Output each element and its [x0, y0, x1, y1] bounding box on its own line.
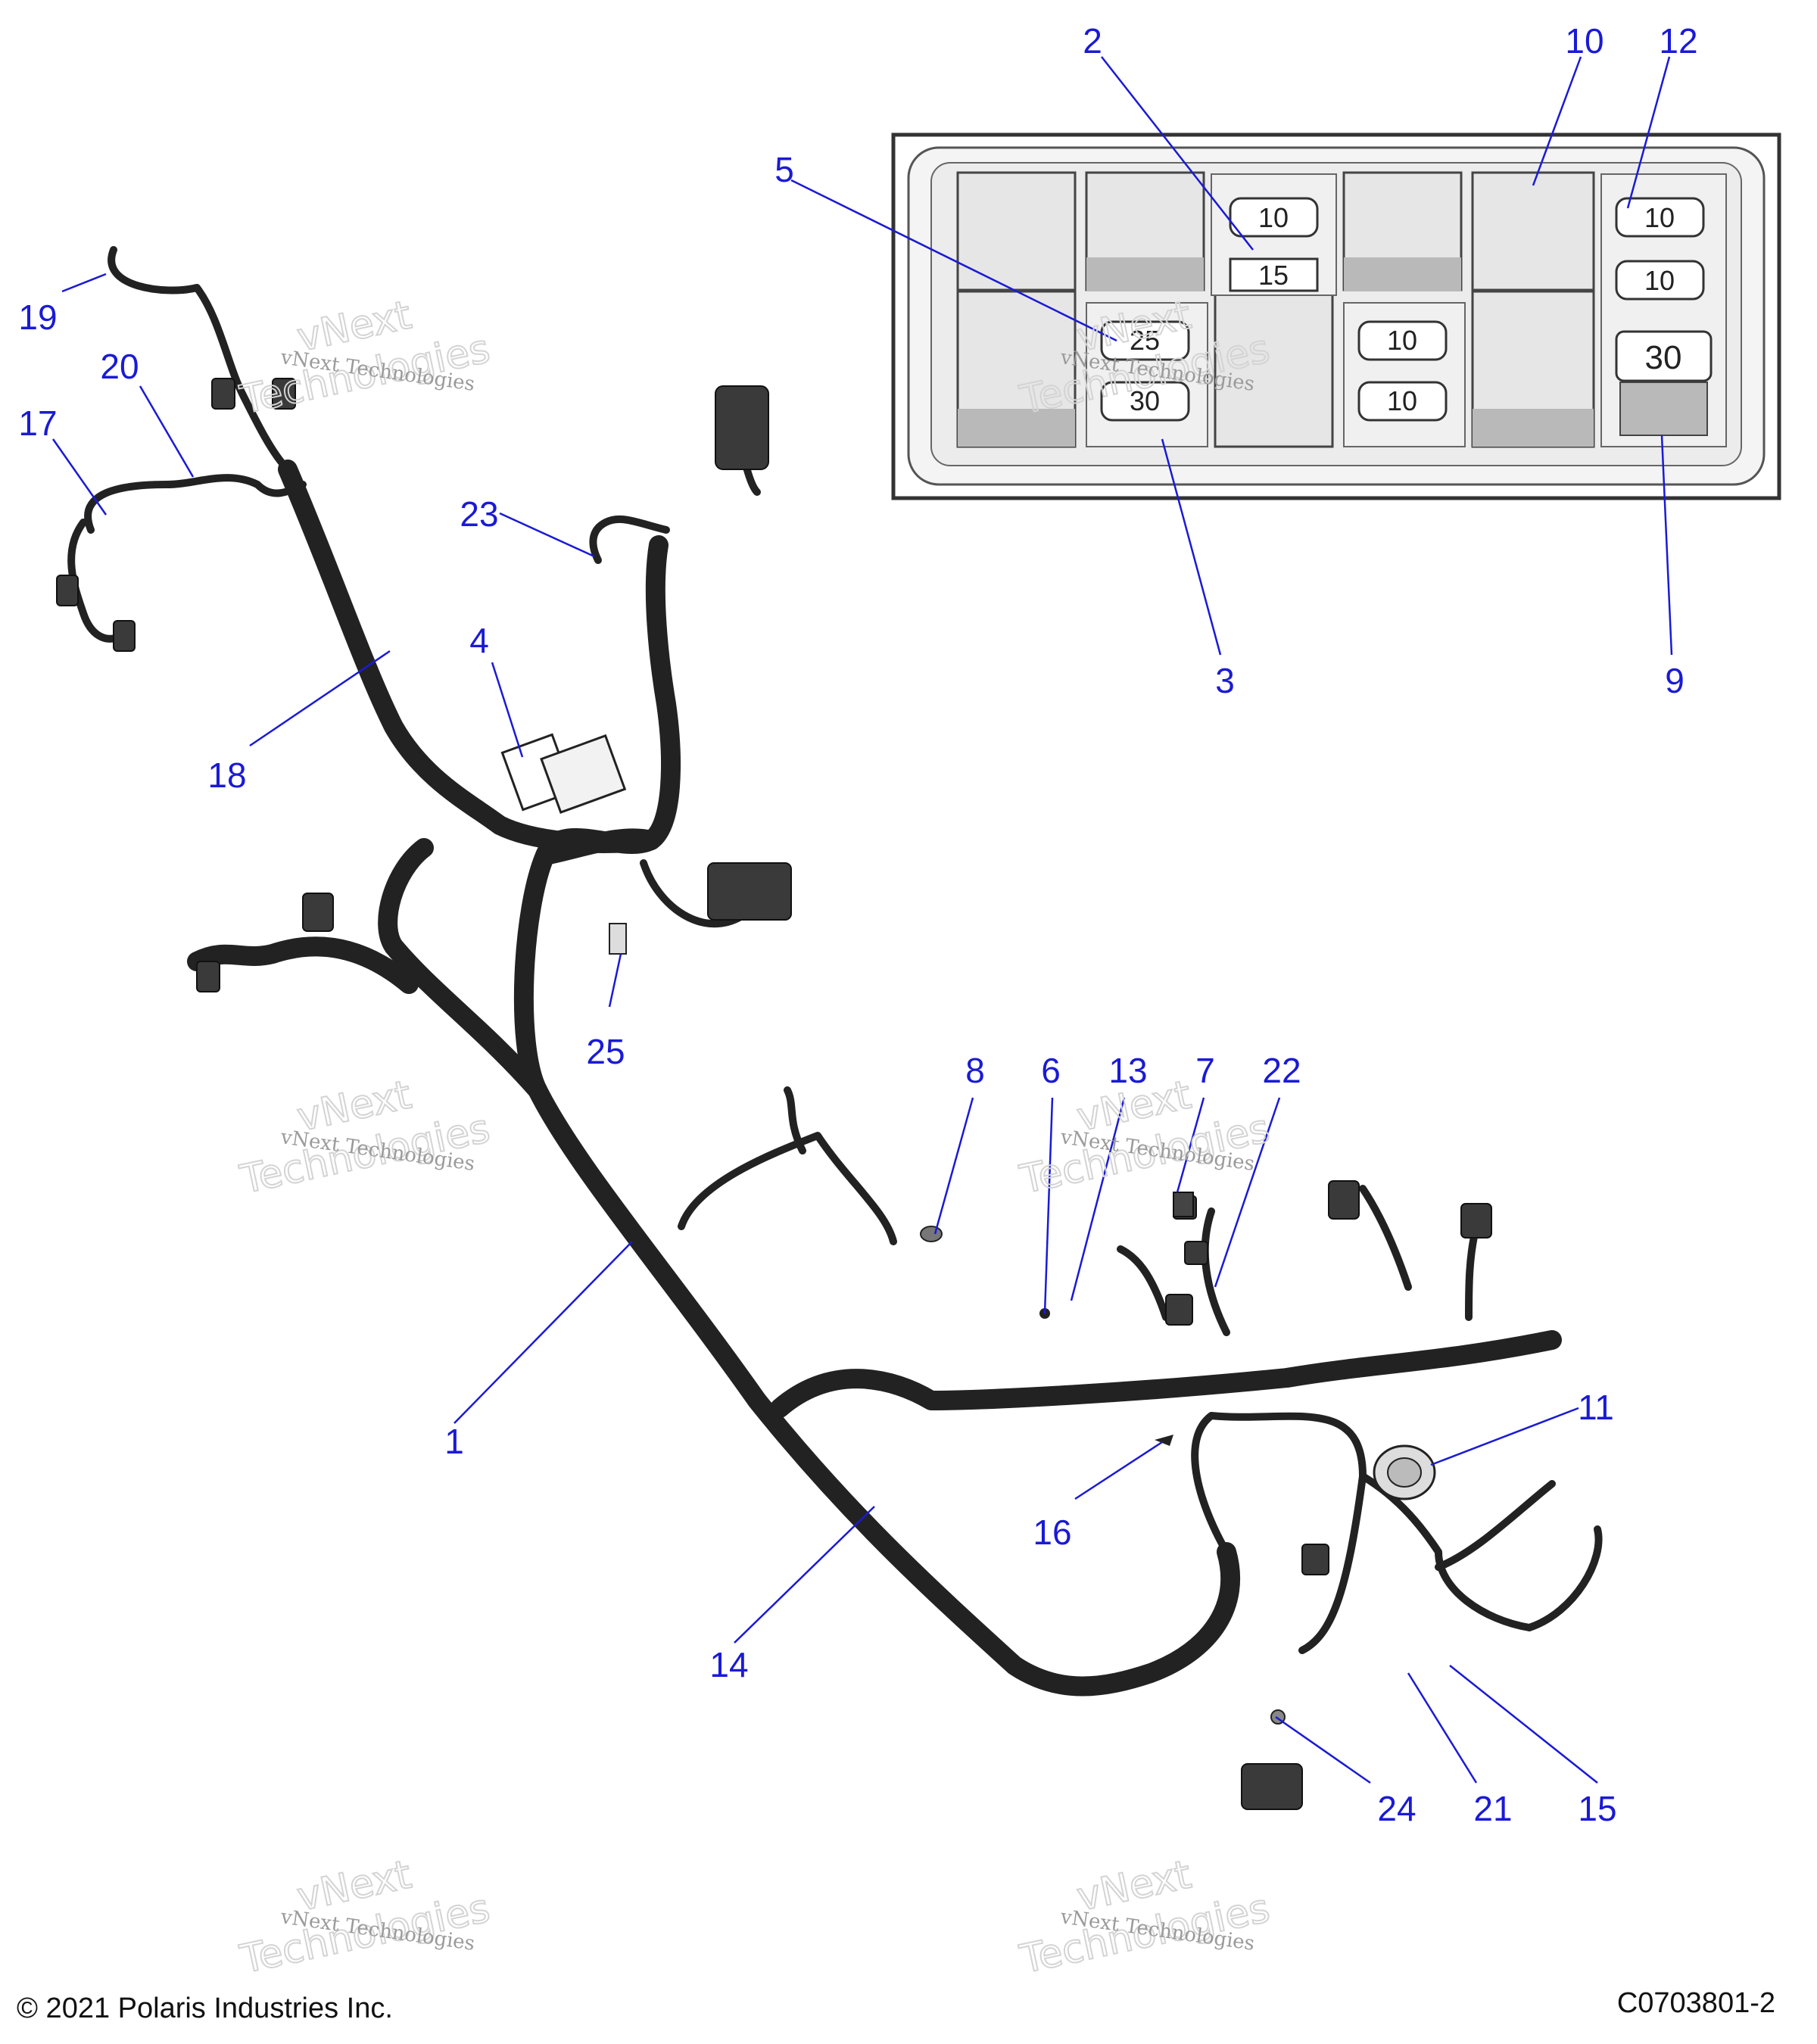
main-harness	[56, 246, 1603, 1810]
fuse-rating: 10	[1387, 325, 1417, 356]
callout-10: 10	[1565, 21, 1604, 61]
fuse-25a: 25	[1100, 320, 1190, 361]
callout-labels: 1 2 3 4 5 6 7 8 9 10 11 12 13 14 15 16 1…	[18, 21, 1697, 1828]
callout-23: 23	[460, 494, 498, 534]
callout-5: 5	[774, 150, 794, 189]
watermark-tile: vNext Technologies	[235, 291, 494, 424]
callout-22: 22	[1262, 1051, 1301, 1090]
fuse-10a: 10	[1615, 260, 1705, 301]
fuse-30a: 30	[1100, 381, 1190, 422]
fuse-10a: 10	[1357, 381, 1448, 422]
clip-16	[1155, 1435, 1173, 1446]
watermark-tile: vNext Technologies	[235, 1071, 494, 1204]
callout-20: 20	[100, 347, 139, 386]
callout-25: 25	[586, 1032, 625, 1071]
watermark: vNext Technologies vNext Technologies vN…	[235, 291, 1274, 1983]
clip-7	[1173, 1192, 1194, 1217]
callout-16: 16	[1033, 1513, 1071, 1552]
leader-lines	[51, 56, 1673, 1784]
callout-3: 3	[1215, 661, 1235, 700]
callout-19: 19	[18, 298, 57, 337]
watermark-tile: vNext Technologies	[1015, 1851, 1274, 1983]
fuse-15a: 15	[1229, 257, 1319, 292]
copyright-notice: © 2021 Polaris Industries Inc.	[17, 1993, 393, 2024]
fuse-rating: 10	[1644, 202, 1675, 233]
callout-11: 11	[1578, 1388, 1614, 1427]
watermark-tile: vNext Technologies	[235, 1851, 494, 1983]
callout-6: 6	[1041, 1051, 1061, 1090]
control-module	[500, 733, 627, 815]
fuse-box-inset: 10 15 25 30 10 10 10 10	[891, 132, 1781, 500]
fuse-rating: 15	[1258, 260, 1289, 291]
fuse-rating: 30	[1645, 339, 1682, 376]
callout-7: 7	[1195, 1051, 1215, 1090]
callout-2: 2	[1083, 21, 1102, 61]
callout-1: 1	[444, 1422, 464, 1461]
callout-12: 12	[1659, 21, 1697, 61]
callout-9: 9	[1665, 661, 1685, 700]
figure-id: C0703801-2	[1616, 1987, 1775, 2019]
callout-24: 24	[1377, 1789, 1416, 1828]
fuse-rating: 30	[1130, 385, 1160, 416]
clip-25	[609, 923, 627, 955]
callout-17: 17	[18, 404, 57, 443]
callout-15: 15	[1578, 1789, 1616, 1828]
callout-18: 18	[207, 756, 246, 795]
fuse-10a: 10	[1229, 197, 1319, 238]
callout-14: 14	[709, 1645, 748, 1684]
callout-13: 13	[1108, 1051, 1147, 1090]
callout-8: 8	[965, 1051, 985, 1090]
fuse-30a-maxi: 30	[1615, 330, 1713, 436]
fuse-rating: 10	[1644, 265, 1675, 296]
grommet-8	[920, 1226, 943, 1242]
fuse-10a: 10	[1357, 320, 1448, 361]
fuse-rating: 25	[1130, 325, 1160, 356]
fuse-rating: 10	[1258, 202, 1289, 233]
callout-21: 21	[1473, 1789, 1512, 1828]
callout-4: 4	[469, 621, 489, 660]
fuse-rating: 10	[1387, 385, 1417, 416]
fuse-10a: 10	[1615, 197, 1705, 238]
